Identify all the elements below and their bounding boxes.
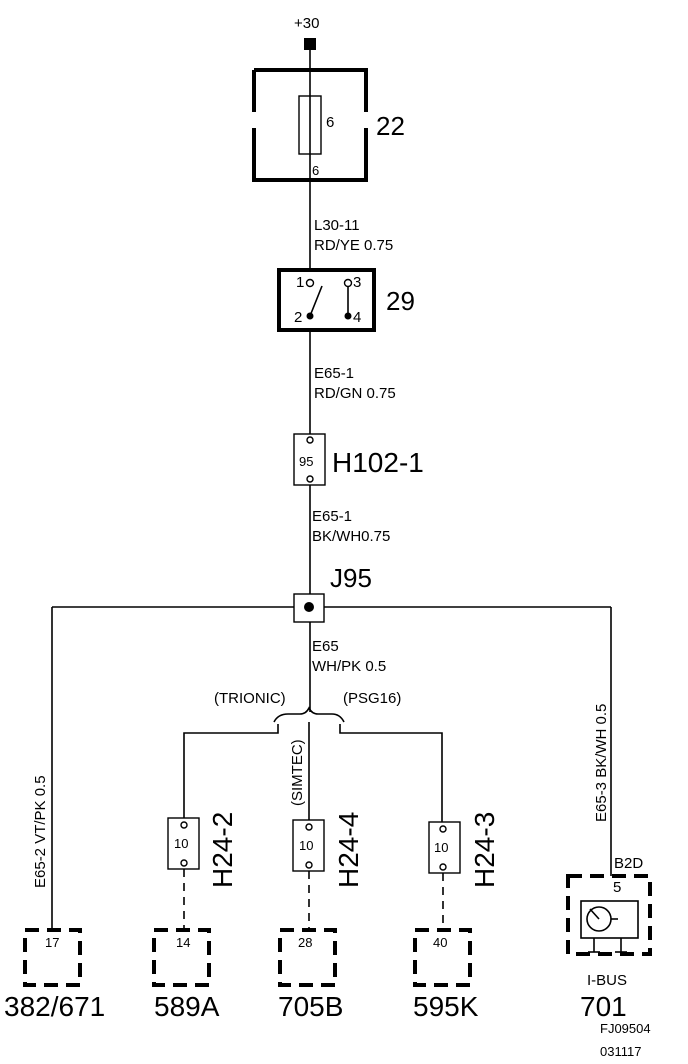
wire4-code: E65 [312,638,339,655]
connector-h24-2-id: H24-2 [207,812,238,888]
wire4-spec: WH/PK 0.5 [312,658,386,675]
switch-contact [309,285,323,317]
component-589a-id: 589A [154,991,220,1022]
component-701-id: 701 [580,991,627,1022]
component-595k: 40 [413,928,472,987]
svg-text:17: 17 [45,935,59,950]
wire3-code: E65-1 [312,508,352,525]
svg-text:10: 10 [434,840,448,855]
fuse-box-22: 6 6 [252,68,368,182]
component-705b: 28 [278,928,337,987]
switch-pin-4: 4 [353,309,361,326]
connector-h24-2: 10 [167,817,200,870]
wire1-spec: RD/YE 0.75 [314,237,393,254]
supply-label: +30 [294,15,319,32]
component-705b-id: 705B [278,991,343,1022]
figure-code: FJ09504 [600,1021,651,1036]
wire2-code: E65-1 [314,365,354,382]
component-589a: 14 [152,928,211,987]
component-595k-id: 595K [413,991,479,1022]
svg-text:28: 28 [298,935,312,950]
variant-left: (TRIONIC) [214,690,286,707]
switch-pin-3: 3 [353,274,361,291]
component-701-pin: 5 [613,879,621,896]
component-382-671: 17 [23,928,82,987]
branch-right [339,724,443,822]
switch-id: 29 [386,286,415,316]
connector-h102-1: 95 [293,433,326,486]
component-701-bus: I-BUS [587,972,627,989]
component-701: B2D 5 [566,855,652,956]
branch-left [183,724,279,818]
switch-pin-2: 2 [294,309,302,326]
wire2-spec: RD/GN 0.75 [314,385,396,402]
junction-dot [304,602,314,612]
variant-right: (PSG16) [343,690,401,707]
connector-h24-3-id: H24-3 [469,812,500,888]
switch-29: 1 2 3 4 [277,268,376,332]
connector-h24-4: 10 [292,819,325,872]
component-701-inner [580,900,639,939]
supply-terminal [304,38,316,50]
left-wire-label: E65-2 VT/PK 0.5 [32,775,49,888]
svg-text:14: 14 [176,935,190,950]
h102-id: H102-1 [332,447,424,478]
junction-id: J95 [330,563,372,593]
variant-middle: (SIMTEC) [289,739,306,806]
date-code: 031117 [600,1044,641,1059]
wire1-code: L30-11 [314,217,360,234]
connector-h24-4-id: H24-4 [333,812,364,888]
right-wire-label: E65-3 BK/WH 0.5 [593,704,610,822]
svg-text:40: 40 [433,935,447,950]
svg-text:10: 10 [299,838,313,853]
svg-text:10: 10 [174,836,188,851]
fuse-pin: 6 [312,163,319,178]
connector-h24-3: 10 [428,821,461,874]
wire3-spec: BK/WH0.75 [312,528,390,545]
switch-pin-1: 1 [296,274,304,291]
fuse-box-id: 22 [376,111,405,141]
component-701-pin-label: B2D [614,855,643,872]
h102-pin: 95 [299,454,313,469]
component-382-671-id: 382/671 [4,991,105,1022]
fuse-number: 6 [326,114,334,131]
variant-brace [273,706,345,723]
